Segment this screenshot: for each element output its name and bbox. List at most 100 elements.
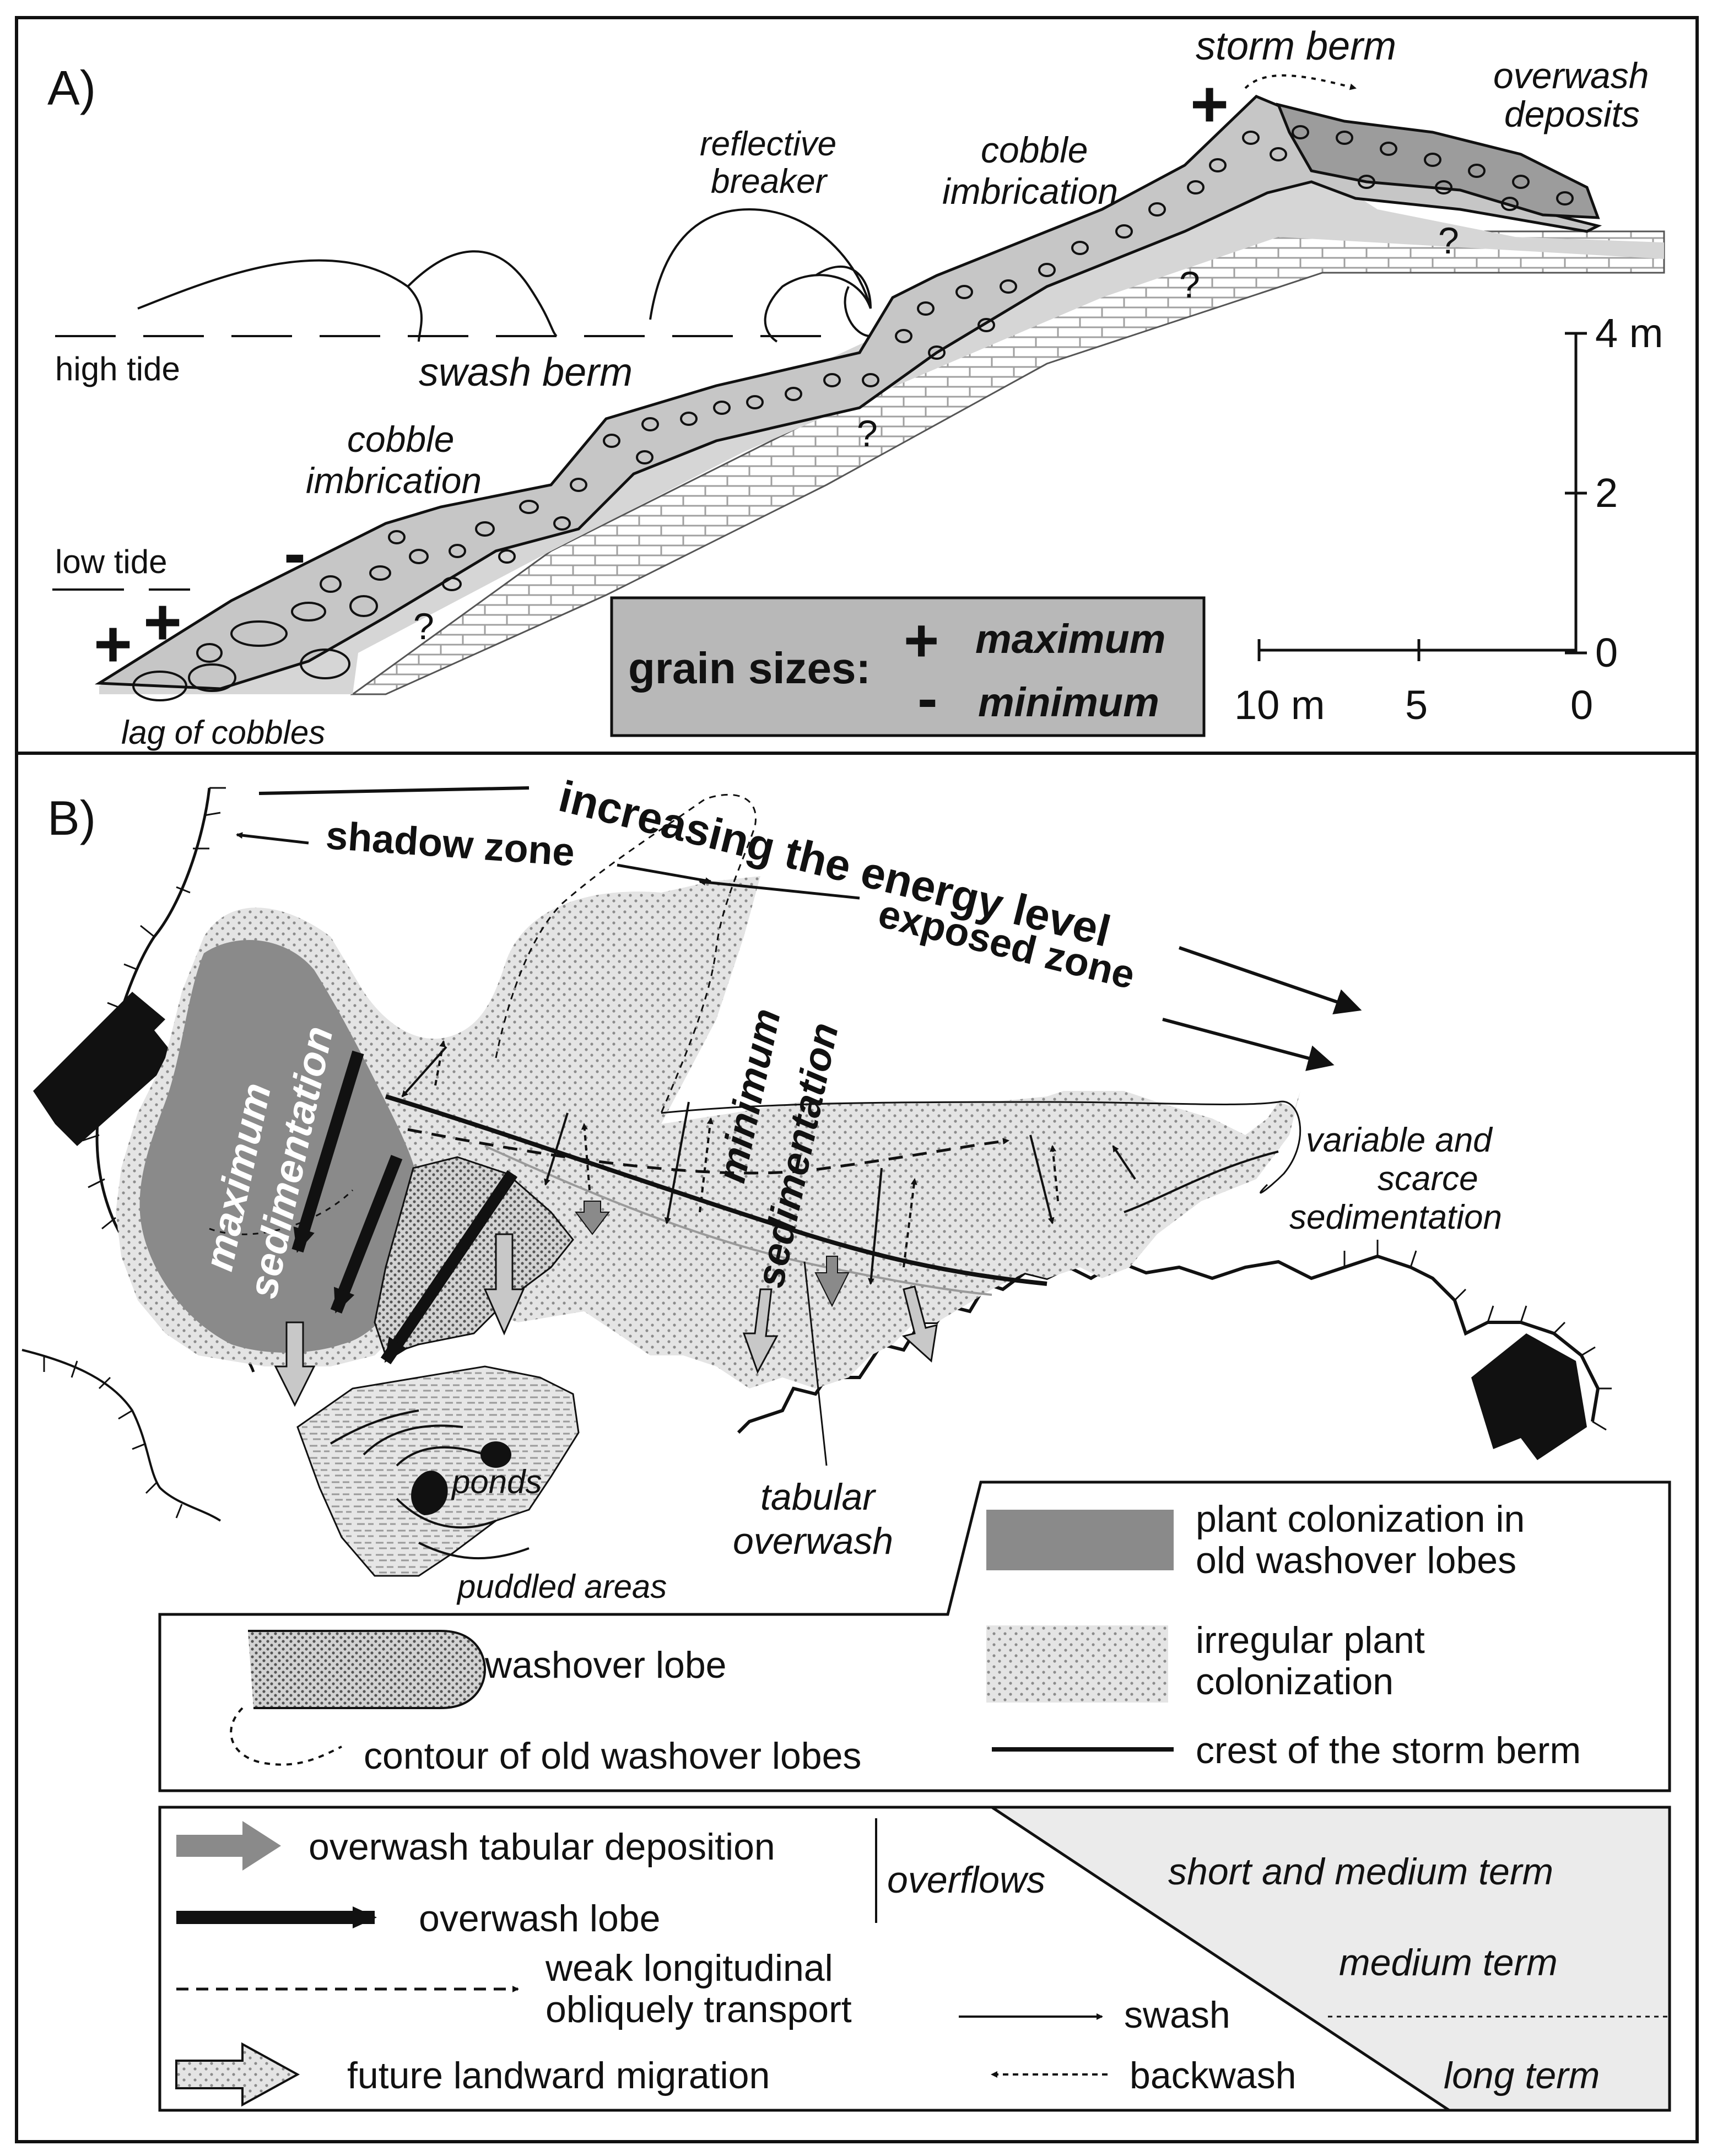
- cobble-layer: [94, 95, 1602, 690]
- grain-max-label: maximum: [975, 616, 1165, 662]
- legend-migration-arrow: [175, 2042, 300, 2107]
- legend-backwash: backwash: [1130, 2055, 1296, 2096]
- variable-zone-outline: [661, 1100, 1301, 1194]
- max-sedimentation-area: [139, 940, 422, 1353]
- grain-min-symbol: -: [917, 664, 938, 732]
- puddled-contours: [330, 1409, 530, 1560]
- grain-sizes-box: [610, 596, 1206, 737]
- low-tide-label: low tide: [55, 543, 167, 580]
- question-mark-3: ?: [1179, 264, 1200, 306]
- puddled-areas-label: puddled areas: [456, 1568, 667, 1605]
- reflective-label-1: reflective: [700, 125, 836, 163]
- plus-sign-low-2: +: [143, 585, 182, 659]
- legend-overflows: overflows: [887, 1859, 1045, 1901]
- legend-contour-old: contour of old washover lobes: [364, 1735, 861, 1777]
- legend-plant-colonization-2: old washover lobes: [1196, 1539, 1516, 1581]
- scale-v-bottom: 0: [1595, 630, 1618, 676]
- tabular-pointer: [803, 1261, 828, 1466]
- cobble-imb-upper-1: cobble: [981, 129, 1088, 170]
- legend-crest-storm-berm: crest of the storm berm: [1196, 1730, 1581, 1771]
- legend-medium: medium term: [1339, 1942, 1558, 1984]
- legend-future-migration: future landward migration: [347, 2055, 770, 2096]
- variable-label-1: variable and: [1306, 1121, 1493, 1159]
- tabular-deposition-arrows: [575, 1201, 850, 1307]
- variable-label-3: sedimentation: [1289, 1198, 1502, 1236]
- grain-sizes-title: grain sizes:: [628, 644, 871, 693]
- reflective-label-2: breaker: [711, 163, 828, 201]
- scale-v-top: 4 m: [1595, 310, 1663, 356]
- exposed-zone-arrow: [1162, 1018, 1335, 1071]
- overwash-lobe-arrow-1: [291, 1050, 364, 1253]
- legend-tabular-arrow: [176, 1821, 281, 1871]
- legend-plant-colonization-1: plant colonization in: [1196, 1498, 1525, 1540]
- legend-term-triangle: [987, 1806, 1671, 2112]
- backwash-arrows: [434, 1040, 1059, 1268]
- puddled-area: [296, 1365, 580, 1577]
- legend-1-frame: [158, 1480, 1671, 1792]
- grain-min-label: minimum: [978, 679, 1159, 725]
- exposed-zone-arrow-left: [699, 879, 860, 900]
- legend-irregular-1: irregular plant: [1196, 1619, 1425, 1661]
- shadow-zone-label: shadow zone: [325, 813, 576, 874]
- pond-2: [411, 1471, 448, 1515]
- breaking-waves: [137, 208, 872, 343]
- scale-v-mid: 2: [1595, 470, 1618, 516]
- legend-weak-1: weak longitudinal: [545, 1947, 833, 1989]
- legend-weak-2: obliquely transport: [546, 1989, 852, 2030]
- plus-sign-low-1: +: [94, 607, 132, 681]
- legend-irregular-2: colonization: [1196, 1661, 1394, 1703]
- coast-right: [737, 1254, 1600, 1434]
- variable-zone-lower-boundary: [1124, 1150, 1279, 1213]
- cobble-imb-upper-2: imbrication: [942, 171, 1118, 212]
- storm-berm-label: storm berm: [1196, 24, 1396, 68]
- storm-berm-crest: [385, 1094, 1047, 1286]
- cobble-imb-lower-2: imbrication: [306, 460, 482, 501]
- weak-longitudinal-arrow: [407, 1128, 1009, 1175]
- legend-overwash-tabular: overwash tabular deposition: [309, 1826, 775, 1868]
- legend-washover-lobe: washover lobe: [484, 1644, 726, 1686]
- high-tide-label: high tide: [55, 350, 180, 387]
- lag-of-cobbles-label: lag of cobbles: [121, 714, 325, 751]
- legend-plant-colonization-swatch: [986, 1510, 1174, 1570]
- overwash-lobe-arrow-3: [380, 1170, 518, 1365]
- panel-b-label: B): [47, 791, 96, 845]
- legend-irregular-swatch: [986, 1625, 1168, 1703]
- storm-berm-arrow: [1244, 74, 1357, 90]
- pond-1: [480, 1441, 511, 1468]
- scale-h-right: 0: [1570, 682, 1593, 728]
- legend-swash: swash: [1124, 1994, 1230, 2036]
- minus-sign: -: [284, 516, 306, 590]
- legend-contour-swatch: [230, 1707, 342, 1766]
- swash-arrows: [401, 1046, 1136, 1285]
- building-right: [1471, 1333, 1587, 1460]
- shadow-zone-arrow-left: [236, 832, 309, 845]
- coast-right-hachure: [1343, 1240, 1612, 1431]
- coast-bottom-left-hachure: [43, 1355, 183, 1519]
- energy-line-top: [258, 786, 530, 795]
- legend-short-medium: short and medium term: [1168, 1851, 1553, 1893]
- coast-bottom-left: [21, 1349, 222, 1522]
- variable-label-2: scarce: [1378, 1160, 1478, 1198]
- storm-berm-crest-light: [484, 1145, 992, 1296]
- question-mark-1: ?: [413, 606, 434, 647]
- legend-overwash-lobe: overwash lobe: [419, 1898, 660, 1939]
- grain-max-symbol: +: [904, 607, 939, 674]
- overwash-deposits-lobe: [1276, 102, 1600, 219]
- scale-h-left: 10 m: [1234, 682, 1325, 728]
- cobble-clasts: [132, 125, 1574, 701]
- cobble-imb-lower-1: cobble: [347, 419, 455, 460]
- max-sedimentation-dotted: [209, 1189, 354, 1235]
- plus-sign-storm: +: [1190, 67, 1229, 141]
- question-mark-4: ?: [1438, 220, 1459, 262]
- scale-h-mid: 5: [1405, 682, 1428, 728]
- question-mark-2: ?: [857, 413, 878, 455]
- tabular-label-1: tabular: [760, 1476, 876, 1518]
- overwash-lobe-arrow-2: [330, 1154, 403, 1314]
- overwash-label-2: deposits: [1504, 94, 1640, 134]
- building-left: [33, 992, 176, 1146]
- energy-arrow: [1179, 946, 1362, 1014]
- panel-a-label: A): [47, 61, 96, 115]
- panel-b-frame: [15, 752, 1699, 2143]
- shadow-zone-arrow-right: [617, 863, 712, 884]
- ponds-label: ponds: [451, 1463, 542, 1500]
